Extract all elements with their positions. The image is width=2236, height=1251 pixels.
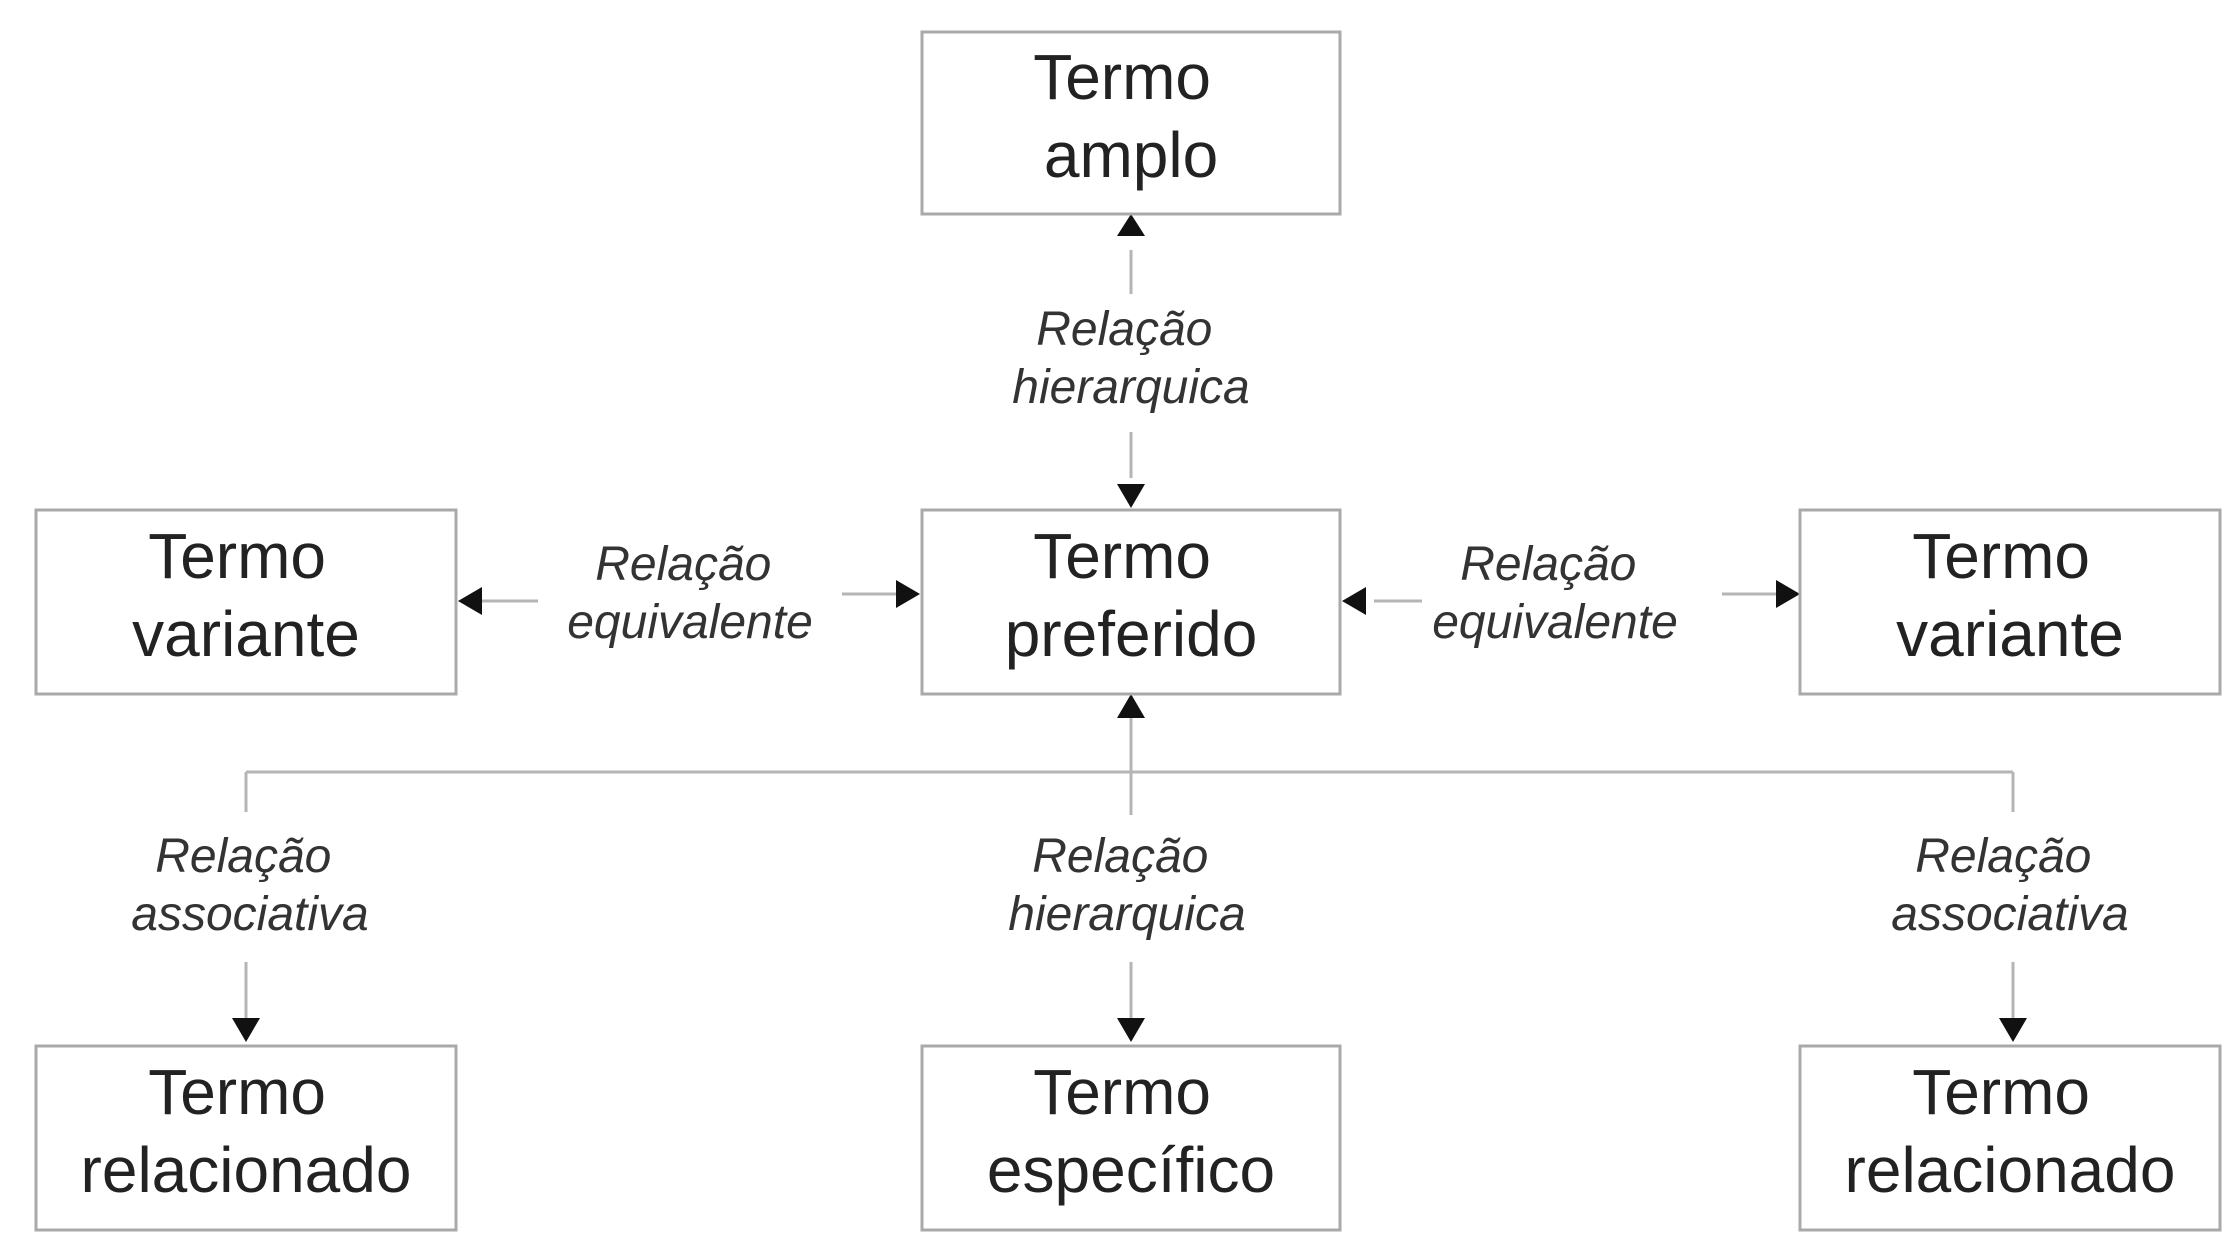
node-variant-right-label: Termo variante [1896, 520, 2124, 670]
node-preferred-term-box [920, 508, 1342, 696]
connectors [244, 250, 2015, 1022]
node-related-left: Termo relacionado [34, 1044, 458, 1232]
node-broad-term-label: Termo amplo [1033, 41, 1229, 191]
node-variant-left-box [34, 508, 458, 696]
arrowhead-down-to-related-right [1999, 1018, 2027, 1042]
node-broad-term: Termo amplo [920, 30, 1342, 216]
arrowheads [232, 214, 2027, 1042]
arrowhead-down-to-specific [1117, 1018, 1145, 1042]
node-related-right: Termo relacionado [1798, 1044, 2222, 1232]
label-hier-bottom: Relação hierarquica [1008, 830, 1245, 941]
arrowhead-down-to-related-left [232, 1018, 260, 1042]
node-related-left-box [34, 1044, 458, 1232]
label-equiv-left: Relação equivalente [567, 538, 813, 649]
arrowhead-down-to-preferred [1117, 484, 1145, 508]
node-broad-term-box [920, 30, 1342, 216]
arrowhead-right-to-preferred [896, 580, 920, 608]
node-specific-term: Termo específico [920, 1044, 1342, 1232]
node-variant-right: Termo variante [1798, 508, 2222, 696]
relation-labels: Relação hierarquica Relação equivalente … [131, 303, 2128, 941]
node-specific-term-box [920, 1044, 1342, 1232]
node-preferred-term: Termo preferido [920, 508, 1342, 696]
node-specific-term-label: Termo específico [987, 1056, 1275, 1206]
node-related-left-label: Termo relacionado [81, 1056, 412, 1206]
arrowhead-up-to-preferred [1117, 694, 1145, 718]
label-hier-top: Relação hierarquica [1012, 303, 1249, 414]
node-related-right-box [1798, 1044, 2222, 1232]
node-variant-right-box [1798, 508, 2222, 696]
node-preferred-term-label: Termo preferido [1005, 520, 1258, 670]
arrowhead-up-to-broad [1117, 214, 1145, 236]
label-assoc-right: Relação associativa [1891, 830, 2128, 941]
arrowhead-left-to-variant-left [458, 587, 482, 615]
node-related-right-label: Termo relacionado [1845, 1056, 2176, 1206]
label-equiv-right: Relação equivalente [1432, 538, 1678, 649]
label-assoc-left: Relação associativa [131, 830, 368, 941]
arrowhead-right-to-variant-right [1776, 580, 1800, 608]
node-variant-left: Termo variante [34, 508, 458, 696]
node-variant-left-label: Termo variante [132, 520, 360, 670]
arrowhead-left-to-preferred [1342, 587, 1366, 615]
